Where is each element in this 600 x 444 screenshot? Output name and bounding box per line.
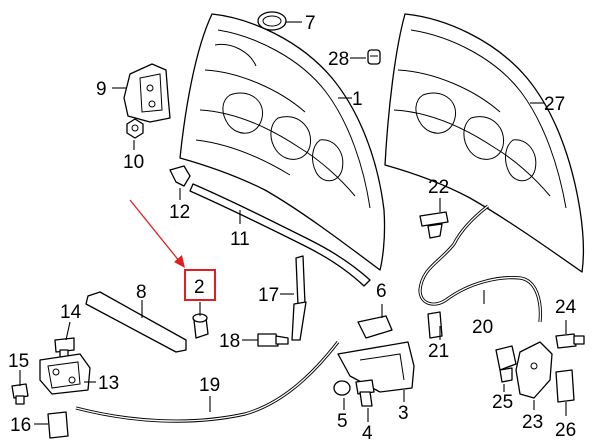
- release-cable-19: [75, 341, 340, 423]
- callout-28: 28: [328, 49, 349, 70]
- latch-23: [515, 341, 553, 399]
- callout-12: 12: [169, 202, 190, 223]
- push-pin-22: [419, 211, 449, 239]
- callout-21: 21: [428, 341, 449, 362]
- callout-15: 15: [8, 351, 29, 372]
- bolt-15: [11, 383, 29, 405]
- highlight-box: [184, 269, 216, 301]
- callout-23: 23: [522, 412, 543, 433]
- hinge-bracket-9: [123, 63, 171, 123]
- bolt-4: [355, 379, 375, 407]
- hood-panel-1: [179, 13, 386, 271]
- callout-5: 5: [337, 411, 348, 432]
- bracket-26: [555, 369, 575, 403]
- callout-24: 24: [555, 297, 577, 318]
- clip-28: [367, 49, 381, 65]
- leader-lines: [19, 21, 567, 425]
- nut-10: [126, 118, 144, 139]
- callout-3: 3: [398, 403, 409, 424]
- bolt-24: [555, 333, 585, 349]
- callout-9: 9: [96, 79, 107, 100]
- callout-18: 18: [219, 331, 240, 352]
- callout-7: 7: [305, 13, 316, 34]
- bracket-6: [357, 315, 393, 339]
- callout-1: 1: [352, 89, 363, 110]
- callout-8: 8: [136, 282, 147, 303]
- callout-14: 14: [60, 302, 82, 323]
- callout-10: 10: [123, 152, 144, 173]
- callout-13: 13: [98, 373, 119, 394]
- nut-5: [333, 380, 351, 396]
- callout-11: 11: [230, 229, 250, 250]
- latch-13: [39, 353, 91, 395]
- clip-25: [495, 345, 517, 383]
- callout-4: 4: [362, 423, 373, 444]
- cable-20: [418, 204, 542, 323]
- bracket-3: [337, 341, 415, 393]
- hood-panel-27: [384, 13, 584, 273]
- bracket-16: [47, 411, 69, 439]
- clip-21: [427, 311, 443, 339]
- seal-8: [85, 291, 187, 353]
- callout-25: 25: [492, 392, 513, 413]
- callout-22: 22: [428, 177, 449, 198]
- callout-20: 20: [472, 317, 493, 338]
- seal-strip-11: [189, 183, 371, 287]
- callout-16: 16: [10, 415, 31, 436]
- callout-2: 2: [194, 277, 205, 298]
- callout-27: 27: [544, 94, 565, 115]
- highlight-arrow: [129, 199, 185, 268]
- callout-26: 26: [555, 420, 576, 441]
- callout-17: 17: [258, 285, 279, 306]
- bumper-2: [192, 313, 209, 339]
- gas-strut-17: [291, 255, 307, 341]
- plug-7: [257, 11, 287, 31]
- bolt-18: [257, 333, 289, 347]
- bumper-12: [169, 165, 191, 187]
- callout-labels: 7 1 27 28 9 10 12 11 8 2 17 18 14 13 15 …: [8, 13, 577, 444]
- callout-6: 6: [376, 281, 387, 302]
- callout-19: 19: [199, 375, 220, 396]
